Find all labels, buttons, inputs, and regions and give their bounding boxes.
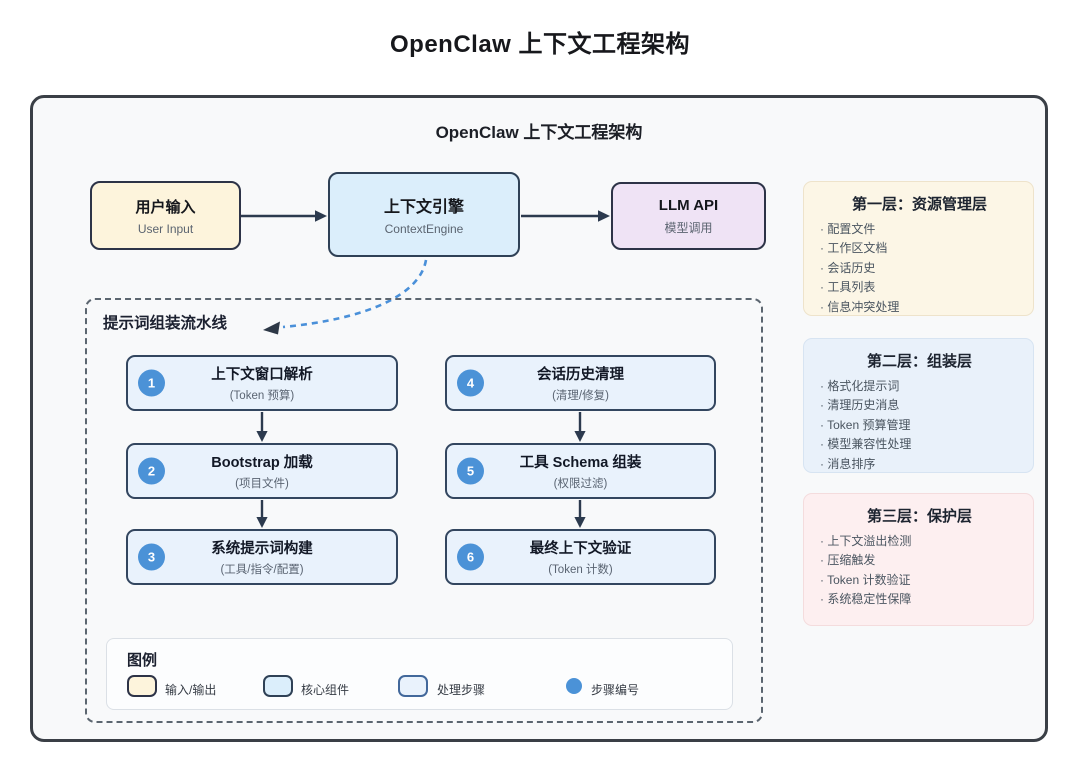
layer-item: 信息冲突处理 <box>820 298 1019 317</box>
legend-swatch-step-number <box>566 678 582 694</box>
pipeline-step-3: 3 系统提示词构建 (工具/指令/配置) <box>126 529 398 585</box>
legend-swatch-process-step <box>398 675 428 697</box>
node-user-input-sublabel: User Input <box>137 221 194 236</box>
legend-label: 处理步骤 <box>437 683 486 697</box>
step-label: 会话历史清理 <box>537 367 624 383</box>
node-context-engine-sublabel: ContextEngine <box>384 222 464 236</box>
layer-item: 模型兼容性处理 <box>820 435 1019 454</box>
legend-label: 输入/输出 <box>165 683 217 697</box>
step-label: 系统提示词构建 <box>211 541 313 557</box>
layer-panel-assembly: 第二层：组装层 格式化提示词 清理历史消息 Token 预算管理 模型兼容性处理… <box>803 338 1034 473</box>
step-number-badge: 4 <box>457 369 484 397</box>
node-context-engine: 上下文引擎 ContextEngine <box>328 172 520 257</box>
layer-item: 会话历史 <box>820 259 1019 278</box>
layer-title: 第一层：资源管理层 <box>851 196 987 213</box>
page-title: OpenClaw 上下文工程架构 <box>389 31 691 58</box>
step-sublabel: (工具/指令/配置) <box>220 564 304 576</box>
pipeline-step-5: 5 工具 Schema 组装 (权限过滤) <box>445 443 716 499</box>
step-sublabel: (清理/修复) <box>552 390 609 402</box>
legend-swatch-input-output <box>127 675 157 697</box>
node-llm-api: LLM API 模型调用 <box>611 182 766 250</box>
layer-title: 第二层：组装层 <box>866 353 972 370</box>
layer-item: 压缩触发 <box>820 551 1019 570</box>
step-sublabel: (Token 预算) <box>229 390 295 402</box>
step-label: 上下文窗口解析 <box>211 367 313 383</box>
pipeline-step-1: 1 上下文窗口解析 (Token 预算) <box>126 355 398 411</box>
node-user-input-label: 用户输入 <box>135 198 196 216</box>
architecture-frame: OpenClaw 上下文工程架构 <box>30 95 1048 742</box>
frame-title: OpenClaw 上下文工程架构 <box>435 123 643 142</box>
layer-item: 格式化提示词 <box>820 377 1019 396</box>
arrow-engine-to-llm <box>521 210 610 222</box>
legend-label: 核心组件 <box>301 683 350 697</box>
legend-label: 步骤编号 <box>591 683 640 697</box>
pipeline-step-6: 6 最终上下文验证 (Token 计数) <box>445 529 716 585</box>
pipeline-container <box>85 298 763 723</box>
step-sublabel: (项目文件) <box>235 478 289 490</box>
arrow-user-to-engine <box>241 210 327 222</box>
step-label: 工具 Schema 组装 <box>519 455 642 471</box>
layer-panel-protection: 第三层：保护层 上下文溢出检测 压缩触发 Token 计数验证 系统稳定性保障 <box>803 493 1034 626</box>
step-number-badge: 5 <box>457 457 484 485</box>
step-number-badge: 6 <box>457 543 484 571</box>
step-sublabel: (权限过滤) <box>553 478 608 490</box>
step-number-badge: 1 <box>138 369 165 397</box>
node-llm-api-sublabel: 模型调用 <box>664 220 713 235</box>
step-label: Bootstrap 加载 <box>211 455 313 471</box>
pipeline-title: 提示词组装流水线 <box>103 315 228 332</box>
node-user-input: 用户输入 User Input <box>90 181 241 250</box>
step-sublabel: (Token 计数) <box>548 564 613 576</box>
layer-item: 上下文溢出检测 <box>820 532 1019 551</box>
step-number-badge: 3 <box>138 543 165 571</box>
step-label: 最终上下文验证 <box>529 541 632 557</box>
layer-title: 第三层：保护层 <box>866 508 972 525</box>
node-context-engine-label: 上下文引擎 <box>383 199 464 216</box>
layer-item: Token 计数验证 <box>820 571 1019 590</box>
step-number-badge: 2 <box>138 457 165 485</box>
layer-item: 系统稳定性保障 <box>820 590 1019 609</box>
node-llm-api-label: LLM API <box>658 196 719 214</box>
pipeline-step-4: 4 会话历史清理 (清理/修复) <box>445 355 716 411</box>
legend-box: 图例 输入/输出 核心组件 处理步骤 步骤编号 <box>106 638 733 710</box>
layer-item: 配置文件 <box>820 220 1019 239</box>
legend-title: 图例 <box>127 652 158 669</box>
layer-item: 清理历史消息 <box>820 396 1019 415</box>
legend-swatch-core-component <box>263 675 293 697</box>
layer-item: 工具列表 <box>820 278 1019 297</box>
layer-item: 消息排序 <box>820 455 1019 474</box>
layer-panel-resource: 第一层：资源管理层 配置文件 工作区文档 会话历史 工具列表 信息冲突处理 <box>803 181 1034 316</box>
layer-item: 工作区文档 <box>820 239 1019 258</box>
pipeline-step-2: 2 Bootstrap 加载 (项目文件) <box>126 443 398 499</box>
layer-item: Token 预算管理 <box>820 416 1019 435</box>
